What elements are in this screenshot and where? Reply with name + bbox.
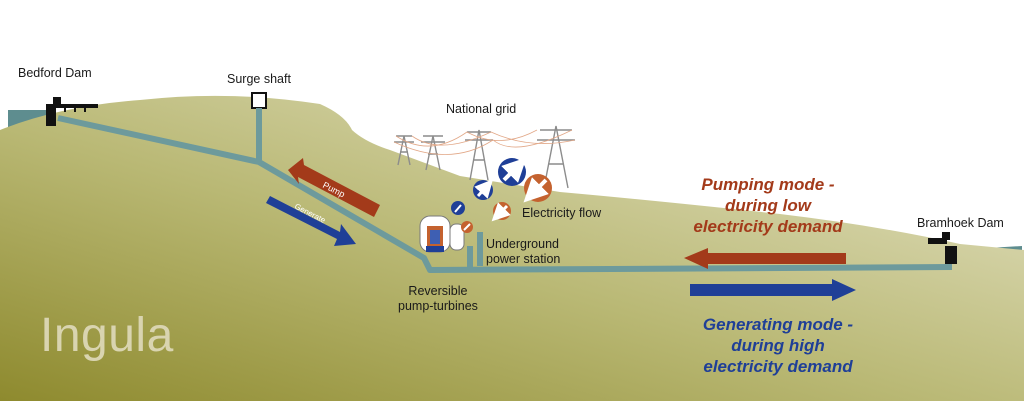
generating-mode-text: Generating mode - during high electricit… [680,314,876,377]
pumping-line-2: during low [725,196,811,215]
pumping-line-3: electricity demand [693,217,843,236]
power-lines [393,129,576,155]
bedford-dam-structure [46,97,98,126]
pumping-mode-text: Pumping mode - during low electricity de… [680,174,856,237]
underground-power-station-label: Underground power station [486,237,560,267]
pumping-line-1: Pumping mode - [701,175,835,194]
ingula-title: Ingula [40,309,174,362]
pumping-mode-arrow [684,248,846,269]
reversible-line-1: Reversible [408,284,468,298]
electricity-flow-label: Electricity flow [522,206,602,220]
power-station [419,215,465,253]
bramhoek-dam-structure [928,232,957,264]
bedford-dam-label: Bedford Dam [18,66,92,80]
underground-line-1: Underground [486,237,559,251]
generating-line-1: Generating mode - [702,315,854,334]
generating-line-2: during high [731,336,825,355]
underground-line-2: power station [486,252,561,266]
reversible-pump-turbines-label: Reversible pump-turbines [398,284,478,314]
flow-icons [451,157,552,233]
generating-mode-arrow [690,279,856,301]
waterway-tunnel [57,115,953,273]
reversible-line-2: pump-turbines [398,299,478,313]
surge-shaft-box [251,92,267,109]
terrain [0,95,1024,401]
generating-line-3: electricity demand [703,357,853,376]
national-grid-label: National grid [446,102,517,116]
bramhoek-dam-label: Bramhoek Dam [917,216,1004,230]
surge-shaft-label: Surge shaft [227,72,291,86]
